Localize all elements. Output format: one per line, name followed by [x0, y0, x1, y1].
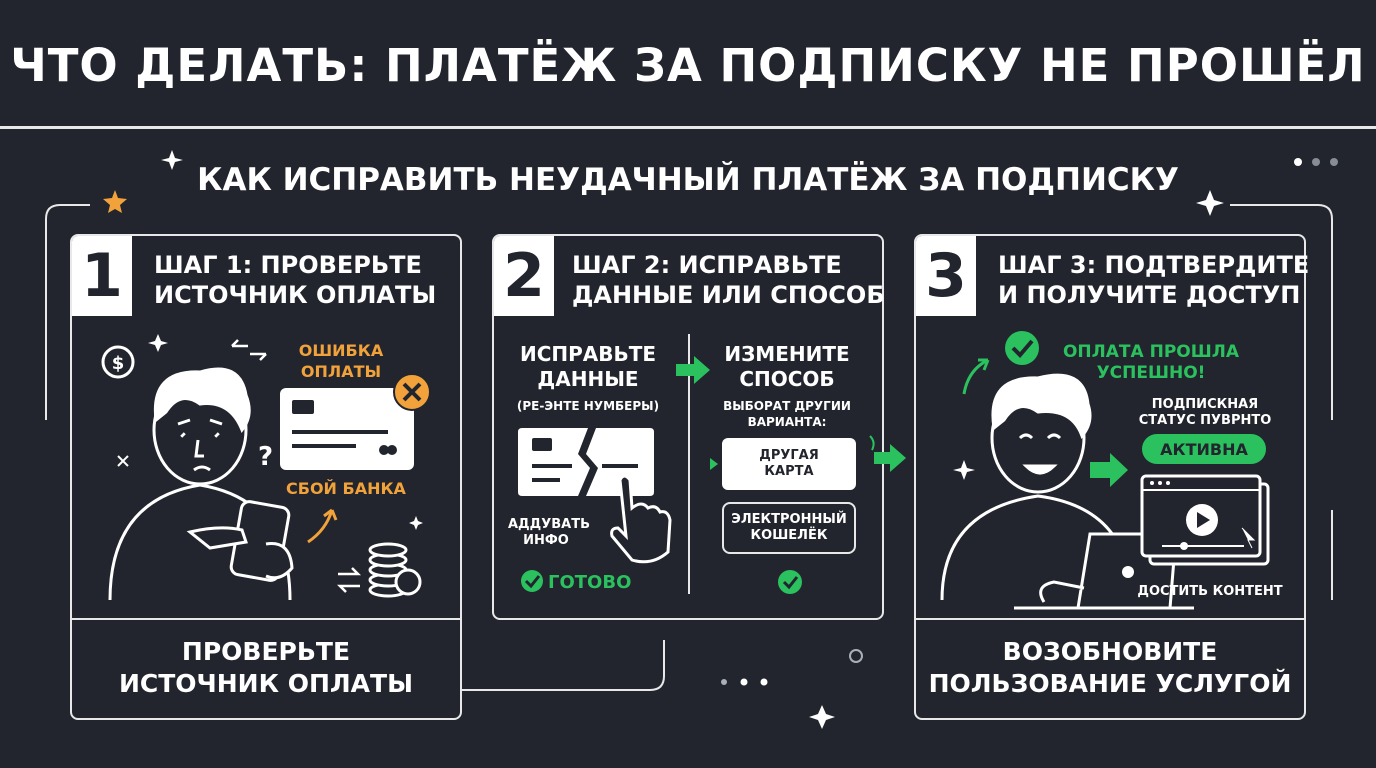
svg-text:$: $	[112, 353, 125, 374]
swap-arrows-icon	[231, 339, 267, 361]
person-icon	[108, 367, 292, 601]
step1-number: 1	[72, 236, 132, 316]
fix-data-heading: ИСПРАВЬТЕ ДАННЫЕ	[519, 342, 657, 391]
payment-success-label: ОПЛАТА ПРОШЛА УСПЕШНО!	[1062, 342, 1240, 383]
star-icon	[103, 190, 127, 213]
step3-separator	[914, 618, 1306, 620]
page-subtitle: КАК ИСПРАВИТЬ НЕУДАЧНЫЙ ПЛАТЁЖ ЗА ПОДПИС…	[197, 162, 1179, 198]
step1-illustration: $ ?	[101, 334, 431, 601]
swap-arrows-icon	[336, 567, 362, 593]
sparkle-icon	[953, 460, 975, 480]
dots-icon	[721, 158, 1338, 686]
sparkle-x-icon	[117, 455, 129, 467]
curved-arrow-icon	[962, 358, 990, 395]
step3-number: 3	[916, 236, 976, 316]
error-icon	[393, 373, 431, 411]
question-icon: ?	[258, 442, 273, 472]
ring-icon	[849, 649, 863, 663]
step3-illustration	[940, 331, 1270, 610]
check-icon	[521, 570, 543, 592]
step2-illustration	[518, 356, 906, 594]
coins-stack-icon	[368, 542, 422, 598]
check-icon	[778, 570, 802, 594]
payment-error-label: ОШИБКА ОПЛАТЫ	[298, 341, 384, 381]
step1-title: ШАГ 1: ПРОВЕРЬТЕ ИСТОЧНИК ОПЛАТЫ	[154, 251, 437, 309]
page-title: ЧТО ДЕЛАТЬ: ПЛАТЁЖ ЗА ПОДПИСКУ НЕ ПРОШЁЛ	[10, 39, 1366, 92]
change-method-subtext: ВЫБОРАТ ДРУГИИ ВАРИАНТА:	[723, 399, 851, 429]
option-ewallet[interactable]: ЭЛЕКТРОННЫЙ КОШЕЛЁК	[722, 502, 856, 554]
sparkle-icon	[148, 334, 168, 352]
step2-title: ШАГ 2: ИСПРАВЬТЕ ДАННЫЕ ИЛИ СПОСОБ	[572, 251, 885, 309]
fix-data-subtext: (PE-ЭНТЕ НУМБЕРЫ)	[516, 399, 660, 413]
step3-title: ШАГ 3: ПОДТВЕРДИТЕ И ПОЛУЧИТЕ ДОСТУП	[998, 251, 1310, 309]
broken-card-icon	[518, 428, 654, 496]
coin-icon: $	[101, 345, 135, 379]
step1-panel	[70, 234, 462, 720]
bullet-arrow-icon	[710, 458, 718, 470]
check-icon	[1005, 331, 1039, 365]
sparkle-icon	[409, 516, 423, 530]
option-other-card[interactable]: ДРУГАЯ КАРТА	[722, 438, 856, 490]
hand-pointer-icon	[610, 474, 672, 564]
step2-column-divider	[688, 334, 690, 594]
status-badge: АКТИВНА	[1142, 434, 1266, 464]
phone-icon	[186, 500, 294, 582]
step1-footer: ПРОВЕРЬТЕ ИСТОЧНИК ОПЛАТЫ	[118, 637, 413, 698]
step3-footer: ВОЗОБНОВИТЕ ПОЛЬЗОВАНИЕ УСЛУГОЙ	[928, 637, 1292, 698]
step2-panel	[492, 234, 884, 620]
credit-card-icon	[280, 388, 414, 470]
right-arrow-icon	[874, 444, 906, 472]
bank-fail-label: СБОЙ БАНКА	[286, 479, 406, 498]
subscription-status-label: ПОДПИСКНАЯ СТАТУС ПУВРНТО	[1138, 397, 1272, 428]
change-method-heading: ИЗМЕНИТЕ СПОСОБ	[724, 342, 850, 391]
step1-separator	[70, 618, 462, 620]
right-arrow-icon	[1090, 453, 1128, 487]
add-info-label: АДДУВАТЬ ИНФО	[508, 517, 590, 548]
right-arrow-icon	[676, 356, 710, 384]
sparkle-icon	[161, 150, 1224, 729]
curved-arrow-icon	[307, 508, 338, 544]
done-label: ГОТОВО	[548, 572, 632, 593]
step2-number: 2	[494, 236, 554, 316]
access-content-label: ДОСТИТЬ КОНТЕНТ	[1137, 584, 1283, 599]
title-divider	[0, 126, 1376, 129]
video-player-icon	[1140, 474, 1270, 566]
step3-panel	[914, 234, 1306, 720]
